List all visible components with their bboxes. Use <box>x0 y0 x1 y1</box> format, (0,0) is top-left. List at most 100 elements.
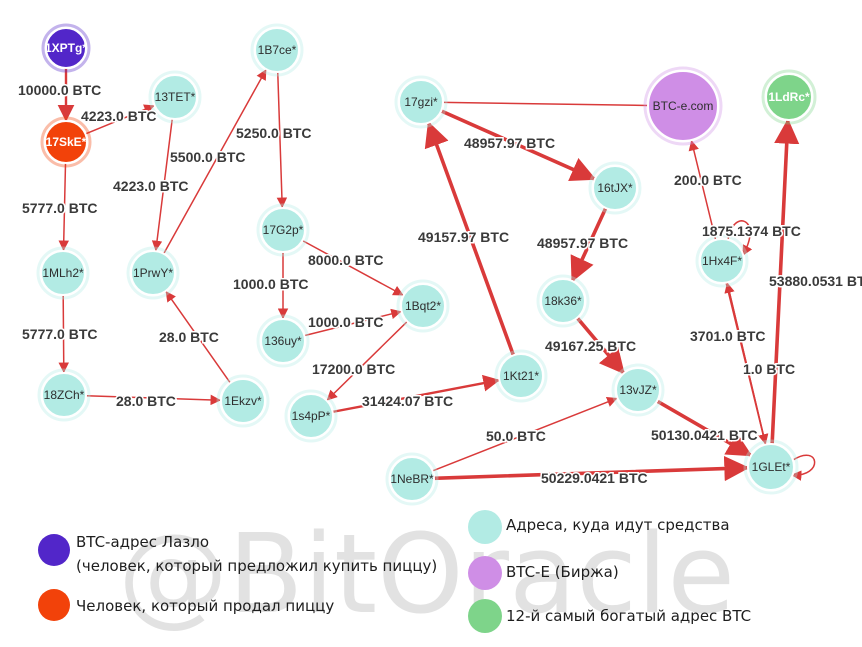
node-label: 18ZCh* <box>44 388 85 402</box>
edge-label-1Kt21-to-17gzi: 49157.97 BTC <box>418 229 509 245</box>
edge-18k36-to-13vJZ <box>575 316 625 375</box>
legend-item-exchange: BTC-E (Биржа) <box>468 556 619 590</box>
node-circle <box>400 283 446 329</box>
node-1GLEt: 1GLEt* <box>743 439 799 495</box>
node-circle <box>592 165 638 211</box>
nodes-layer: 1XPTg*17SkE*13TET*1B7ce*1MLh2*1PrwY*17G2… <box>36 23 817 506</box>
node-17SkE: 17SkE* <box>40 116 92 168</box>
edge-label-1GLEt-to-BTCe: 200.0 BTC <box>674 172 742 188</box>
legend-text: BTC-адрес Лазло <box>76 533 209 551</box>
legend-swatch <box>38 534 70 566</box>
node-circle <box>288 393 334 439</box>
node-circle <box>130 250 176 296</box>
node-circle <box>389 456 435 502</box>
node-label: 1Kt21* <box>503 369 539 383</box>
node-136uy: 136uy* <box>256 314 310 368</box>
node-label: 1B7ce* <box>258 43 297 57</box>
node-18k36: 18k36* <box>536 274 590 328</box>
edge-label-1Ekzv-to-1PrwY: 28.0 BTC <box>159 329 219 345</box>
edge-label-1NeBR-to-13vJZ: 50.0 BTC <box>486 428 546 444</box>
legend-item-lazlo: BTC-адрес Лазло (человек, который предлож… <box>38 533 437 575</box>
edge-13TET-to-1PrwY <box>151 118 174 252</box>
edge-label-13vJZ-to-1GLEt: 50130.0421 BTC <box>651 427 758 443</box>
node-label: 17G2p* <box>263 223 304 237</box>
edge-17SkE-to-1MLh2 <box>58 162 69 252</box>
node-label: 13TET* <box>155 90 196 104</box>
edge-13vJZ-to-1GLEt <box>655 399 753 457</box>
node-label: 1Ekzv* <box>224 394 262 408</box>
legend: BTC-адрес Лазло (человек, который предлож… <box>38 510 751 633</box>
edge-1B7ce-to-17G2p <box>276 71 288 209</box>
edge-1Hx4F-to-1Hx4F <box>727 220 753 256</box>
edge-label-17SkE-to-13TET: 4223.0 BTC <box>81 108 156 124</box>
node-label: 16tJX* <box>597 181 633 195</box>
node-label: 1LdRc* <box>768 90 810 104</box>
edge-17G2p-to-1Bqt2 <box>301 239 404 296</box>
node-1PrwY: 1PrwY* <box>126 246 180 300</box>
node-1B7ce: 1B7ce* <box>250 23 304 77</box>
edge-1s4pP-to-1Kt21 <box>331 374 501 414</box>
legend-text: (человек, который предложил купить пиццу… <box>76 557 437 575</box>
node-circle <box>398 79 444 125</box>
node-circle <box>747 443 795 491</box>
node-label: 1GLEt* <box>752 460 791 474</box>
node-circle <box>260 207 306 253</box>
node-circle <box>615 367 661 413</box>
edge-label-17SkE-to-1MLh2: 5777.0 BTC <box>22 200 97 216</box>
edge-label-1XPTg-to-17SkE: 10000.0 BTC <box>18 82 101 98</box>
edge-label-17G2p-to-136uy: 1000.0 BTC <box>233 276 308 292</box>
node-circle <box>540 278 586 324</box>
edge-136uy-to-1Bqt2 <box>303 308 402 337</box>
edge-label-16tJX-to-18k36: 48957.97 BTC <box>537 235 628 251</box>
edge-label-1MLh2-to-18ZCh: 5777.0 BTC <box>22 326 97 342</box>
edge-1GLEt-to-1GLEt <box>790 454 816 481</box>
edge-label-13TET-to-1PrwY: 4223.0 BTC <box>113 178 188 194</box>
legend-item-seller: Человек, который продал пиццу <box>38 589 334 621</box>
node-1XPTg: 1XPTg* <box>41 23 91 73</box>
legend-swatch <box>468 556 502 590</box>
node-circle <box>260 318 306 364</box>
watermark-text: @BitOracle <box>118 510 735 638</box>
edge-label-1GLEt-to-1LdRc: 53880.0531 BTC <box>769 273 862 289</box>
legend-swatch <box>38 589 70 621</box>
edge-16tJX-to-18k36 <box>570 206 608 283</box>
node-label: 18k36* <box>544 294 582 308</box>
edges-layer <box>57 66 816 482</box>
edge-18ZCh-to-1Ekzv <box>85 394 222 406</box>
edge-label-1NeBR-to-1GLEt: 50229.0421 BTC <box>541 470 648 486</box>
legend-item-rich: 12-й самый богатый адрес BTC <box>468 599 751 633</box>
edge-label-1s4pP-to-1Kt21: 31424.07 BTC <box>362 393 453 409</box>
node-circle <box>44 120 88 164</box>
node-circle <box>498 353 544 399</box>
node-17gzi: 17gzi* <box>394 75 448 129</box>
node-label: 1Bqt2* <box>405 299 441 313</box>
edge-1Ekzv-to-1PrwY <box>165 290 232 384</box>
edge-label-1Hx4F-to-1Hx4F: 1875.1374 BTC <box>702 223 801 239</box>
node-1Bqt2: 1Bqt2* <box>396 279 450 333</box>
node-label: 1Hx4F* <box>702 254 742 268</box>
legend-text: Адреса, куда идут средства <box>506 516 730 534</box>
edge-label-17G2p-to-1Bqt2: 8000.0 BTC <box>308 252 383 268</box>
edge-label-1B7ce-to-17G2p: 5250.0 BTC <box>236 125 311 141</box>
node-circle <box>41 372 87 418</box>
node-label: 13vJZ* <box>619 383 657 397</box>
edge-label-136uy-to-1Bqt2: 1000.0 BTC <box>308 314 383 330</box>
node-circle <box>765 73 813 121</box>
node-label: 17SkE* <box>46 135 87 149</box>
node-1Kt21: 1Kt21* <box>494 349 548 403</box>
node-1s4pP: 1s4pP* <box>284 389 338 443</box>
edge-label-1Bqt2-to-1s4pP: 17200.0 BTC <box>312 361 395 377</box>
legend-text: 12-й самый богатый адрес BTC <box>506 607 751 625</box>
node-circle <box>647 70 719 142</box>
node-circle <box>699 238 745 284</box>
node-16tJX: 16tJX* <box>588 161 642 215</box>
node-18ZCh: 18ZCh* <box>37 368 91 422</box>
node-label: 1PrwY* <box>133 266 173 280</box>
edge-1Bqt2-to-1s4pP <box>326 320 409 401</box>
node-label: 1s4pP* <box>292 409 331 423</box>
node-13TET: 13TET* <box>148 70 202 124</box>
edge-1GLEt-to-1LdRc <box>770 118 800 446</box>
